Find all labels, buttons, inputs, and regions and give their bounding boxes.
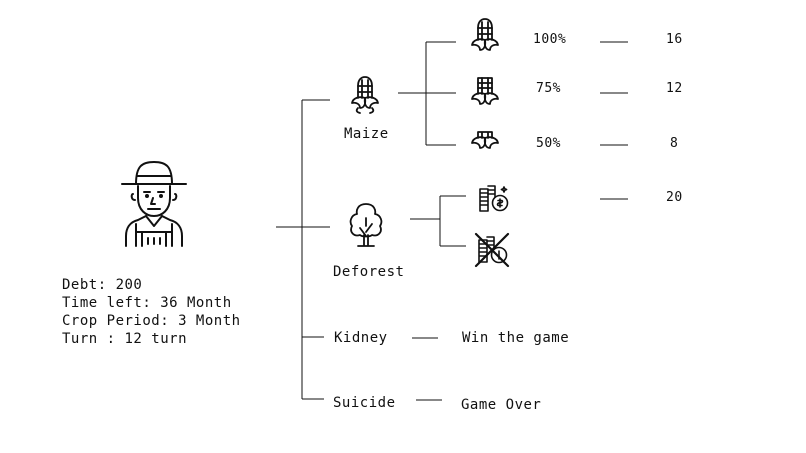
coins-icon [479,185,509,212]
deforest-outcome-value: 20 [666,190,683,205]
suicide-option[interactable]: Suicide [333,395,396,411]
kidney-result: Win the game [462,330,570,346]
maize-option[interactable]: Maize [330,72,404,144]
deforest-label: Deforest [333,264,405,280]
maize-outcome-100-value: 16 [666,32,683,47]
maize-label: Maize [344,126,389,142]
maize-outcome-75-percent: 75% [536,81,561,96]
maize-outcome-50-percent: 50% [536,136,561,151]
turn-text: Turn : 12 turn [62,331,188,347]
no-coins-icon [474,232,510,268]
maize-icon [351,76,379,114]
time-left-text: Time left: 36 Month [62,295,232,311]
deforest-option[interactable]: Deforest [330,200,410,282]
maize-outcome-75-value: 12 [666,81,683,96]
debt-text: Debt: 200 [62,277,143,293]
crop-period-text: Crop Period: 3 Month [62,313,241,329]
player-stats: Debt: 200 Time left: 36 Month Crop Perio… [62,276,241,348]
farmer-icon [121,161,187,247]
maize-half-icon [471,131,499,149]
suicide-result: Game Over [461,397,542,413]
maize-outcome-100-percent: 100% [533,32,567,47]
maize-partial-icon [471,77,499,105]
maize-outcome-50-value: 8 [670,136,679,151]
tree-icon [349,203,383,247]
maize-full-icon [471,18,499,51]
kidney-option[interactable]: Kidney [334,330,388,346]
